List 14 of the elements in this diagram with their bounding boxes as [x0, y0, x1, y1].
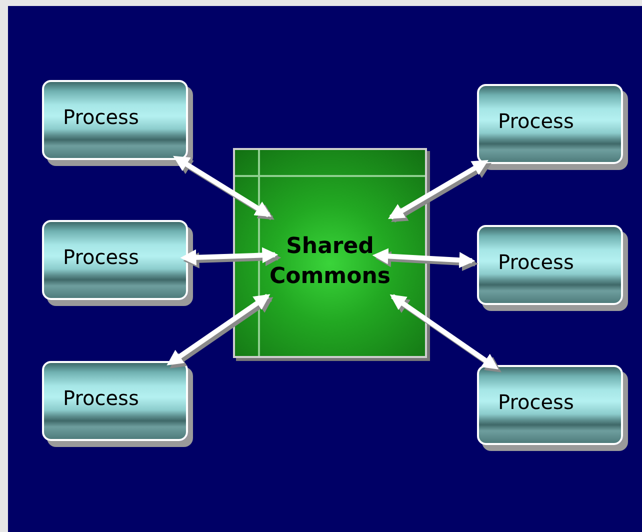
double-arrow	[180, 247, 278, 266]
node-label: Process	[63, 386, 139, 410]
double-arrow	[372, 248, 476, 268]
double-arrow	[390, 294, 499, 370]
shared-box	[233, 148, 427, 358]
node-label: Process	[498, 250, 574, 274]
double-arrow	[166, 294, 270, 366]
double-arrow	[388, 160, 488, 220]
node-label: Process	[63, 105, 139, 129]
node-label: Process	[498, 390, 574, 414]
node-label: Process	[63, 245, 139, 269]
node-label: Shared Commons	[268, 233, 392, 291]
node-label: Process	[498, 109, 574, 133]
double-arrow	[173, 156, 272, 218]
